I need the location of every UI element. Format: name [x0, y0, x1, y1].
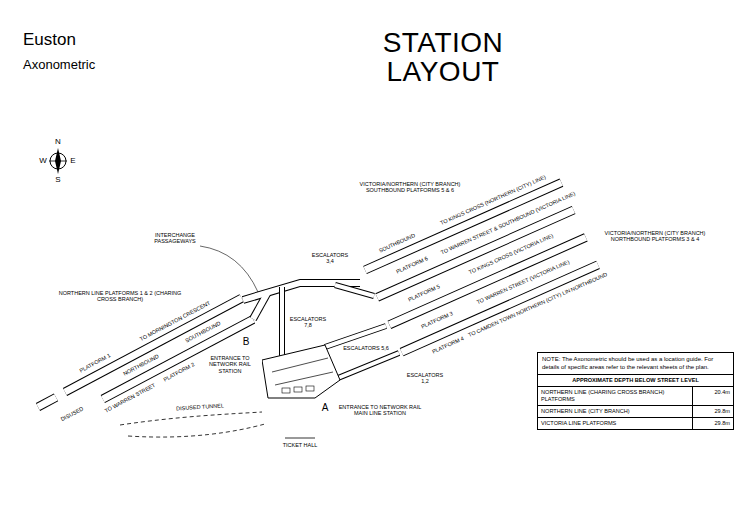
area-label: TICKET HALL — [282, 442, 319, 448]
escalator-label: ESCALATORS 5,6 — [342, 345, 390, 351]
direction-label: NORTHBOUND — [569, 271, 609, 294]
compass-letter: S — [54, 175, 61, 184]
disused-tunnels — [120, 412, 265, 437]
platform-label: PLATFORM 4 — [430, 335, 466, 355]
platform-label: PLATFORM 5 — [407, 283, 443, 303]
direction-label: TO CAMDEN TOWN NORTHERN (CITY) LINE — [466, 286, 576, 339]
platform-label: PLATFORM 2 — [162, 361, 197, 384]
platform-group-label: NORTHERN LINE PLATFORMS 1 & 2 (CHARING C… — [57, 290, 184, 303]
direction-label: TO WARREN STREET — [103, 381, 158, 414]
platform-group-label: VICTORIA/NORTHERN (CITY BRANCH) SOUTHBOU… — [339, 181, 481, 194]
entrance-letter: A — [321, 402, 330, 414]
escalator-label: ESCALATORS 3,4 — [311, 252, 349, 265]
place-name: Euston — [22, 30, 77, 50]
leader-line — [285, 438, 315, 439]
escalator-label: ESCALATORS 1,2 — [406, 372, 444, 385]
note-box: NOTE: The Axonometric should be used as … — [537, 352, 734, 430]
table-cell: VICTORIA LINE PLATFORMS — [538, 418, 693, 429]
tunnel-bores — [38, 183, 598, 407]
note-text: NOTE: The Axonometric should be used as … — [538, 353, 733, 374]
ticket-hall-detail — [272, 358, 333, 385]
platform-label: PLATFORM 3 — [419, 310, 455, 330]
page-title: STATION LAYOUT — [358, 28, 528, 87]
passage-label: INTERCHANGE PASSAGEWAYS — [147, 232, 204, 245]
disused-tunnel — [120, 412, 262, 425]
entrance-letter: B — [242, 336, 251, 348]
direction-label: SOUTHBOUND — [377, 231, 417, 253]
tunnel-label: DISUSED TUNNEL — [175, 402, 225, 412]
platform-group-label: VICTORIA/NORTHERN (CITY BRANCH) NORTHBOU… — [594, 230, 716, 243]
table-cell: 29.8m — [693, 418, 733, 429]
compass-letter: W — [38, 156, 48, 165]
leader-line — [200, 246, 258, 292]
table-cell: 29.8m — [693, 406, 733, 418]
platform-label: PLATFORM 6 — [394, 255, 430, 275]
escalator-label: ESCALATORS 7,8 — [289, 316, 327, 329]
direction-label: SOUTHBOUND — [183, 320, 222, 345]
compass-bar — [49, 161, 67, 162]
drawing-type: Axonometric — [22, 58, 96, 73]
ticket-hall-outline — [262, 345, 340, 398]
table-cell: NORTHERN LINE (CHARING CROSS BRANCH) PLA… — [538, 387, 693, 406]
compass-letter: N — [54, 137, 62, 146]
table-cell: NORTHERN LINE (CITY BRANCH) — [538, 406, 693, 418]
disused-tunnel — [128, 424, 265, 437]
direction-label: TO WARREN STREET & SOUTHBOUND (VICTORIA … — [439, 190, 578, 256]
compass-letter: E — [69, 156, 76, 165]
table-heading: APPROXIMATE DEPTH BELOW STREET LEVEL — [538, 374, 733, 387]
platform-label: PLATFORM 1 — [77, 351, 112, 374]
ticket-hall-detail — [282, 388, 290, 393]
ticket-hall-detail — [306, 386, 314, 391]
compass-rose — [49, 148, 67, 174]
direction-label: NORTHBOUND — [121, 353, 160, 378]
entrance-label: ENTRANCE TO NETWORK RAIL STATION — [198, 355, 262, 374]
table-cell: 20.4m — [693, 387, 733, 406]
ticket-hall — [262, 345, 340, 398]
tunnel-outlines — [38, 183, 598, 407]
tunnel-label: DISUSED — [59, 405, 85, 423]
entrance-label: ENTRANCE TO NETWORK RAIL MAIN LINE STATI… — [333, 404, 427, 417]
ticket-hall-detail — [294, 387, 302, 392]
